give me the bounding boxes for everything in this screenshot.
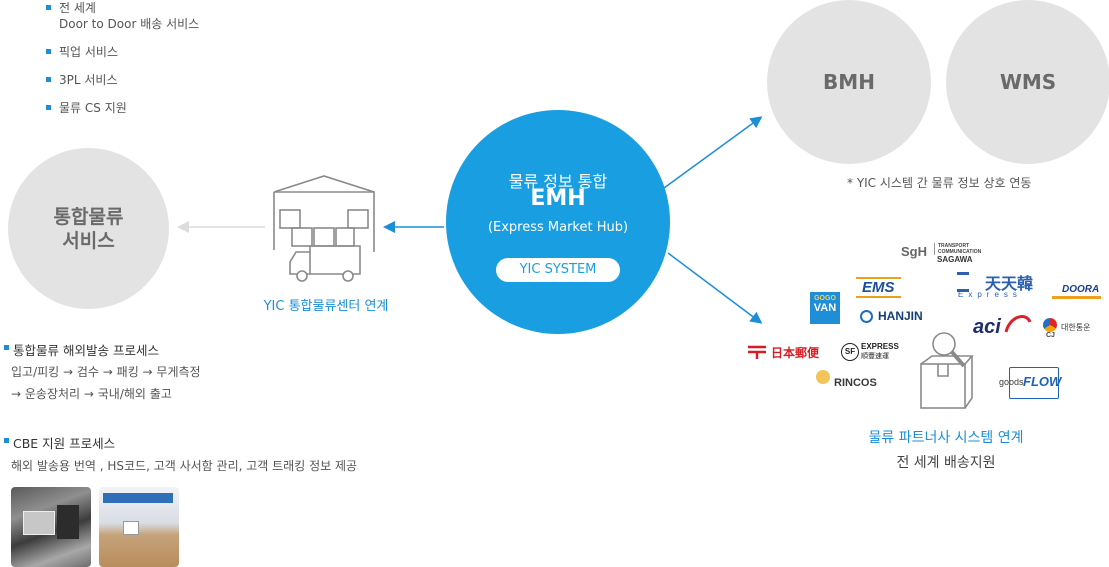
rincos-logo: RINCOS bbox=[834, 377, 877, 389]
tiantian-express-label: Express bbox=[958, 290, 1022, 299]
goodsflow-frame bbox=[1009, 367, 1059, 399]
process-title-overseas: 통합물류 해외발송 프로세스 bbox=[4, 340, 159, 359]
yic-system-badge: YIC SYSTEM bbox=[496, 258, 620, 282]
aci-logo: aci bbox=[973, 316, 1001, 338]
service-item: 픽업 서비스 bbox=[46, 44, 306, 60]
integrated-logistics-label: 서비스 bbox=[62, 229, 115, 252]
sf-express-logo: EXPRESS bbox=[861, 342, 899, 351]
service-item-label: Door to Door 배송 서비스 bbox=[59, 17, 200, 31]
integrated-logistics-circle: 통합물류 서비스 bbox=[8, 148, 169, 309]
gogovan-logo: GOGO VAN bbox=[810, 292, 840, 324]
partners-title: 물류 파트너사 시스템 연계 bbox=[868, 430, 1024, 446]
japan-post-logo: 日本郵便 bbox=[771, 346, 820, 360]
process-steps-line1: 입고/피킹 → 검수 → 패킹 → 무게측정 bbox=[11, 365, 201, 379]
cj-logo: 대한통운 bbox=[1061, 323, 1091, 332]
sagawa-logo: SAGAWA bbox=[937, 255, 973, 264]
package-photo bbox=[99, 487, 179, 567]
service-item-label: 물류 CS 지원 bbox=[59, 101, 127, 115]
service-item-label: 전 세계 bbox=[59, 1, 96, 15]
service-item-label: 픽업 서비스 bbox=[59, 45, 119, 59]
goodsflow-logo-prefix: goods bbox=[999, 377, 1024, 387]
process-cbe-text: 해외 발송용 번역 , HS코드, 고객 사서함 관리, 고객 트래킹 정보 제… bbox=[11, 459, 358, 473]
sagawa-logo-caption: TRANSPORT COMMUNICATION bbox=[934, 243, 982, 255]
bmh-label: BMH bbox=[823, 70, 875, 94]
doora-logo: DOORA bbox=[1052, 284, 1102, 299]
cj-mark bbox=[1043, 318, 1057, 332]
cj-logo-label: CJ bbox=[1046, 332, 1055, 339]
package-search-icon bbox=[920, 332, 974, 409]
emh-title: 물류 정보 통합 bbox=[508, 172, 608, 191]
hanjin-mark bbox=[860, 310, 873, 323]
tiantian-logo: 天天韓 bbox=[985, 276, 1034, 293]
sagawa-sg-logo: SgH bbox=[901, 244, 927, 259]
service-item: 3PL 서비스 bbox=[46, 72, 306, 88]
warehouse-photo bbox=[11, 487, 91, 567]
rincos-mark bbox=[816, 370, 830, 384]
goodsflow-logo: FLOW bbox=[1023, 374, 1062, 389]
systems-note: * YIC 시스템 간 물류 정보 상호 연동 bbox=[847, 176, 1032, 190]
partners-subtitle: 전 세계 배송지원 bbox=[896, 455, 996, 471]
emh-name: EMH bbox=[530, 186, 586, 211]
gogovan-logo-label: VAN bbox=[813, 302, 837, 314]
wms-circle: WMS bbox=[946, 0, 1109, 164]
aci-swoosh-icon bbox=[1004, 315, 1032, 333]
service-item: 물류 CS 지원 bbox=[46, 100, 306, 116]
wms-label: WMS bbox=[999, 70, 1057, 94]
service-list: 전 세계 Door to Door 배송 서비스 픽업 서비스 3PL 서비스 … bbox=[46, 0, 306, 128]
emh-hub-circle: 물류 정보 통합 EMH (Express Market Hub) YIC SY… bbox=[446, 110, 670, 334]
japan-post-mark bbox=[748, 345, 766, 359]
arrow-to-partners bbox=[667, 252, 763, 324]
tiantian-mark bbox=[957, 272, 969, 292]
hanjin-logo: HANJIN bbox=[878, 309, 923, 323]
sf-mark: SF bbox=[841, 343, 859, 361]
emh-fullname: (Express Market Hub) bbox=[487, 220, 629, 235]
service-item-label: 3PL 서비스 bbox=[59, 73, 118, 87]
warehouse-truck-icon bbox=[273, 175, 375, 282]
service-item: 전 세계 Door to Door 배송 서비스 bbox=[46, 0, 306, 32]
sf-express-sub: 順豐速運 bbox=[861, 353, 889, 360]
gogovan-logo-top: GOGO bbox=[814, 295, 836, 302]
integrated-logistics-label: 통합물류 bbox=[53, 205, 124, 228]
center-link-label: YIC 통합물류센터 연계 bbox=[263, 299, 389, 314]
bmh-circle: BMH bbox=[767, 0, 931, 164]
process-steps-line2: → 운송장처리 → 국내/해외 출고 bbox=[11, 387, 172, 401]
arrow-to-systems bbox=[663, 116, 763, 189]
process-title-cbe: CBE 지원 프로세스 bbox=[3, 433, 115, 452]
ems-logo: EMS bbox=[856, 277, 901, 298]
